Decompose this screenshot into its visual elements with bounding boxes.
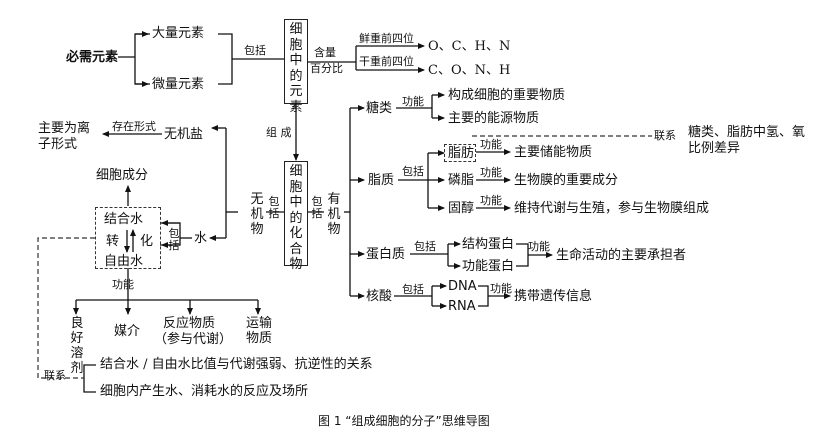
lipid-includes-label: 包括	[402, 165, 424, 178]
sugar: 糖类	[366, 101, 393, 116]
fat-link-2: 比例差异	[688, 141, 741, 156]
micro-elements: 微量元素	[152, 77, 205, 92]
nucleic-function: 携带遗传信息	[514, 289, 593, 304]
ion-form-line2: 子形式	[38, 137, 78, 152]
fat-function: 主要储能物质	[514, 145, 593, 160]
phospholipid-function-label: 功能	[480, 166, 502, 179]
link-item-1: 结合水 / 自由水比值与代谢强弱、抗逆性的关系	[100, 357, 373, 372]
lipid: 脂质	[368, 173, 395, 188]
macro-elements: 大量元素	[152, 26, 205, 41]
sterol: 固醇	[448, 201, 475, 216]
transform-label: 转	[106, 234, 120, 249]
inorganic-label: 无机物	[250, 192, 264, 237]
func-solvent: 良好溶剂	[70, 316, 84, 376]
sugar-function-label: 功能	[402, 95, 424, 108]
includes-label-elements: 包括	[244, 44, 266, 57]
compose-label: 组 成	[266, 126, 292, 139]
func-reactant-1: 反应物质	[163, 316, 216, 331]
percent-label: 百分比	[310, 62, 343, 75]
func-transport: 运输物质	[246, 316, 273, 346]
essential-elements: 必需元素	[66, 50, 119, 65]
sugar-function-1: 构成细胞的重要物质	[448, 88, 566, 103]
sugar-function-2: 主要的能源物质	[448, 111, 540, 126]
protein: 蛋白质	[366, 247, 406, 262]
content-label: 含量	[314, 46, 336, 59]
cell-compounds-box: 细胞中的化合物	[284, 161, 308, 272]
phospholipid-function: 生物膜的重要成分	[514, 173, 619, 188]
fat-link-label: 联系	[654, 129, 676, 142]
func-medium: 媒介	[114, 324, 141, 339]
transform-label-2: 化	[140, 234, 154, 249]
water-function-label: 功能	[112, 278, 134, 291]
nucleic-function-label: 功能	[490, 282, 512, 295]
rna: RNA	[448, 299, 476, 314]
dna: DNA	[448, 279, 477, 294]
includes-label-organic: 包括	[311, 195, 323, 220]
bound-water: 结合水	[104, 212, 144, 227]
dry-weight-label: 干重前四位	[359, 55, 414, 68]
includes-label-water: 包括	[168, 227, 180, 252]
fat: 脂肪	[448, 146, 475, 161]
sterol-function: 维持代谢与生殖，参与生物膜组成	[514, 201, 710, 216]
water: 水	[194, 231, 208, 246]
fresh-weight-label: 鲜重前四位	[359, 32, 414, 45]
water-forms-box	[95, 207, 161, 269]
free-water: 自由水	[104, 254, 144, 269]
exist-form-label: 存在形式	[112, 120, 156, 133]
ion-form-line1: 主要为离	[38, 121, 91, 136]
sterol-function-label: 功能	[480, 194, 502, 207]
cell-elements-label: 细胞中的元素	[289, 22, 303, 115]
protein-function: 生命活动的主要承担者	[556, 248, 687, 263]
inorganic-salt: 无机盐	[164, 127, 204, 142]
protein-function-label: 功能	[528, 240, 550, 253]
functional-protein: 功能蛋白	[462, 259, 515, 274]
protein-includes-label: 包括	[414, 240, 436, 253]
figure-caption: 图 1 “组成细胞的分子”思维导图	[318, 414, 490, 428]
link-item-2: 细胞内产生水、消耗水的反应及场所	[100, 384, 309, 399]
phospholipid: 磷脂	[448, 173, 475, 188]
nucleic-includes-label: 包括	[402, 283, 424, 296]
cell-elements-box: 细胞中的元素	[284, 19, 308, 115]
organic-label: 有机物	[327, 192, 341, 237]
link-label-water: 联系	[44, 369, 66, 382]
fresh-order-list: O、C、H、N	[428, 39, 511, 54]
fat-dashed-box	[444, 144, 476, 162]
includes-label-inorganic: 包括	[268, 195, 280, 220]
fat-link-1: 糖类、脂肪中氢、氧	[688, 125, 806, 140]
cell-component: 细胞成分	[96, 168, 149, 183]
nucleic-acid: 核酸	[366, 289, 393, 304]
structural-protein: 结构蛋白	[462, 237, 515, 252]
cell-compounds-label: 细胞中的化合物	[289, 164, 303, 272]
fat-function-label: 功能	[480, 138, 502, 151]
dry-order-list: C、O、N、H	[428, 63, 511, 78]
func-reactant-2: （参与代谢）	[154, 332, 233, 347]
